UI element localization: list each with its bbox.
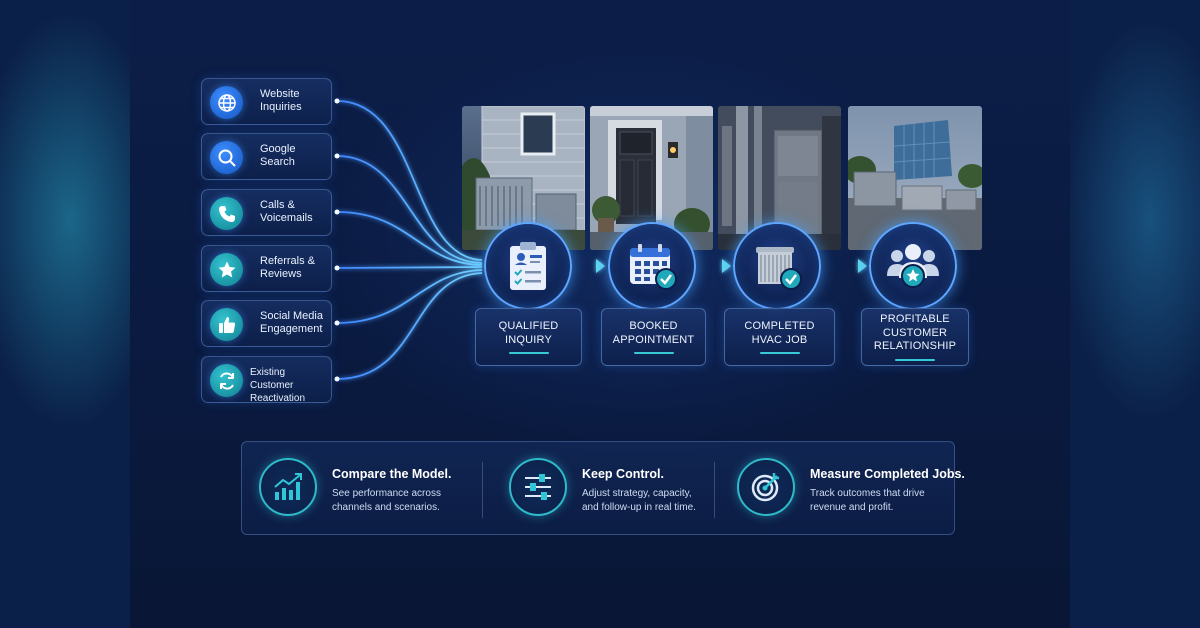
stage-completed-hvac-job[interactable]: COMPLETED HVAC JOB: [724, 308, 835, 366]
left-edge-glow: [0, 0, 130, 628]
right-edge-glow: [1070, 0, 1200, 628]
stage-qualified-inquiry[interactable]: QUALIFIED INQUIRY: [475, 308, 582, 366]
flow-line-social: [336, 269, 483, 324]
source-label: Existing Customer Reactivation: [250, 367, 306, 404]
divider: [714, 462, 715, 518]
ac-unit-check-icon: [733, 222, 821, 310]
feature-compare-model[interactable]: Compare the Model. See performance acros…: [242, 442, 482, 536]
feature-measure-jobs[interactable]: Measure Completed Jobs. Track outcomes t…: [720, 442, 965, 536]
stage-label: BOOKED APPOINTMENT: [612, 320, 695, 346]
source-label: Google Search: [260, 143, 296, 168]
phone-icon: [210, 197, 243, 230]
source-existing-customer[interactable]: Existing Customer Reactivation: [201, 356, 332, 404]
refresh-icon: [210, 364, 243, 397]
stage-label: PROFITABLE CUSTOMER RELATIONSHIP: [873, 313, 957, 353]
stage-underline: [633, 352, 674, 354]
target-icon: [737, 458, 795, 516]
growth-chart-icon: [259, 458, 317, 516]
stage-underline: [759, 352, 800, 354]
house-ac-unit-photo: [462, 106, 585, 250]
feature-description: Track outcomes that drive revenue and pr…: [810, 488, 925, 513]
source-website-inquiries[interactable]: Website Inquiries: [201, 78, 332, 125]
source-referrals-reviews[interactable]: Referrals & Reviews: [201, 245, 332, 292]
stage-label: COMPLETED HVAC JOB: [744, 320, 815, 346]
features-panel: Compare the Model. See performance acros…: [241, 441, 965, 536]
source-google-search[interactable]: Google Search: [201, 133, 332, 180]
clipboard-checklist-icon: [484, 222, 572, 310]
feature-title: Compare the Model.: [332, 467, 452, 481]
stage-profitable-customer-relationship[interactable]: PROFITABLE CUSTOMER RELATIONSHIP: [861, 308, 969, 366]
feature-keep-control[interactable]: Keep Control. Adjust strategy, capacity,…: [492, 442, 712, 536]
flow-line-referrals: [336, 266, 483, 269]
flow-line-calls: [336, 211, 483, 266]
source-label: Referrals & Reviews: [260, 255, 316, 280]
source-social-media[interactable]: Social Media Engagement: [201, 300, 332, 347]
stage-label: QUALIFIED INQUIRY: [498, 320, 559, 346]
feature-title: Keep Control.: [582, 467, 664, 481]
star-icon: [210, 253, 243, 286]
source-label: Social Media Engagement: [260, 310, 323, 335]
flow-line-website: [336, 100, 483, 261]
feature-description: See performance across channels and scen…: [332, 488, 441, 513]
thumbs-up-icon: [210, 308, 243, 341]
sliders-icon: [509, 458, 567, 516]
feature-title: Measure Completed Jobs.: [810, 467, 965, 481]
globe-icon: [210, 86, 243, 119]
stage-underline: [508, 352, 549, 354]
customers-star-icon: [869, 222, 957, 310]
stage-underline: [895, 358, 935, 361]
divider: [482, 462, 483, 518]
flow-line-existing: [336, 272, 483, 380]
feature-description: Adjust strategy, capacity, and follow-up…: [582, 488, 696, 513]
stage-booked-appointment[interactable]: BOOKED APPOINTMENT: [601, 308, 706, 366]
flow-line-google: [336, 155, 483, 264]
source-label: Calls & Voicemails: [260, 199, 313, 224]
source-calls-voicemails[interactable]: Calls & Voicemails: [201, 189, 332, 236]
calendar-check-icon: [608, 222, 696, 310]
source-label: Website Inquiries: [260, 88, 302, 113]
search-icon: [210, 141, 243, 174]
